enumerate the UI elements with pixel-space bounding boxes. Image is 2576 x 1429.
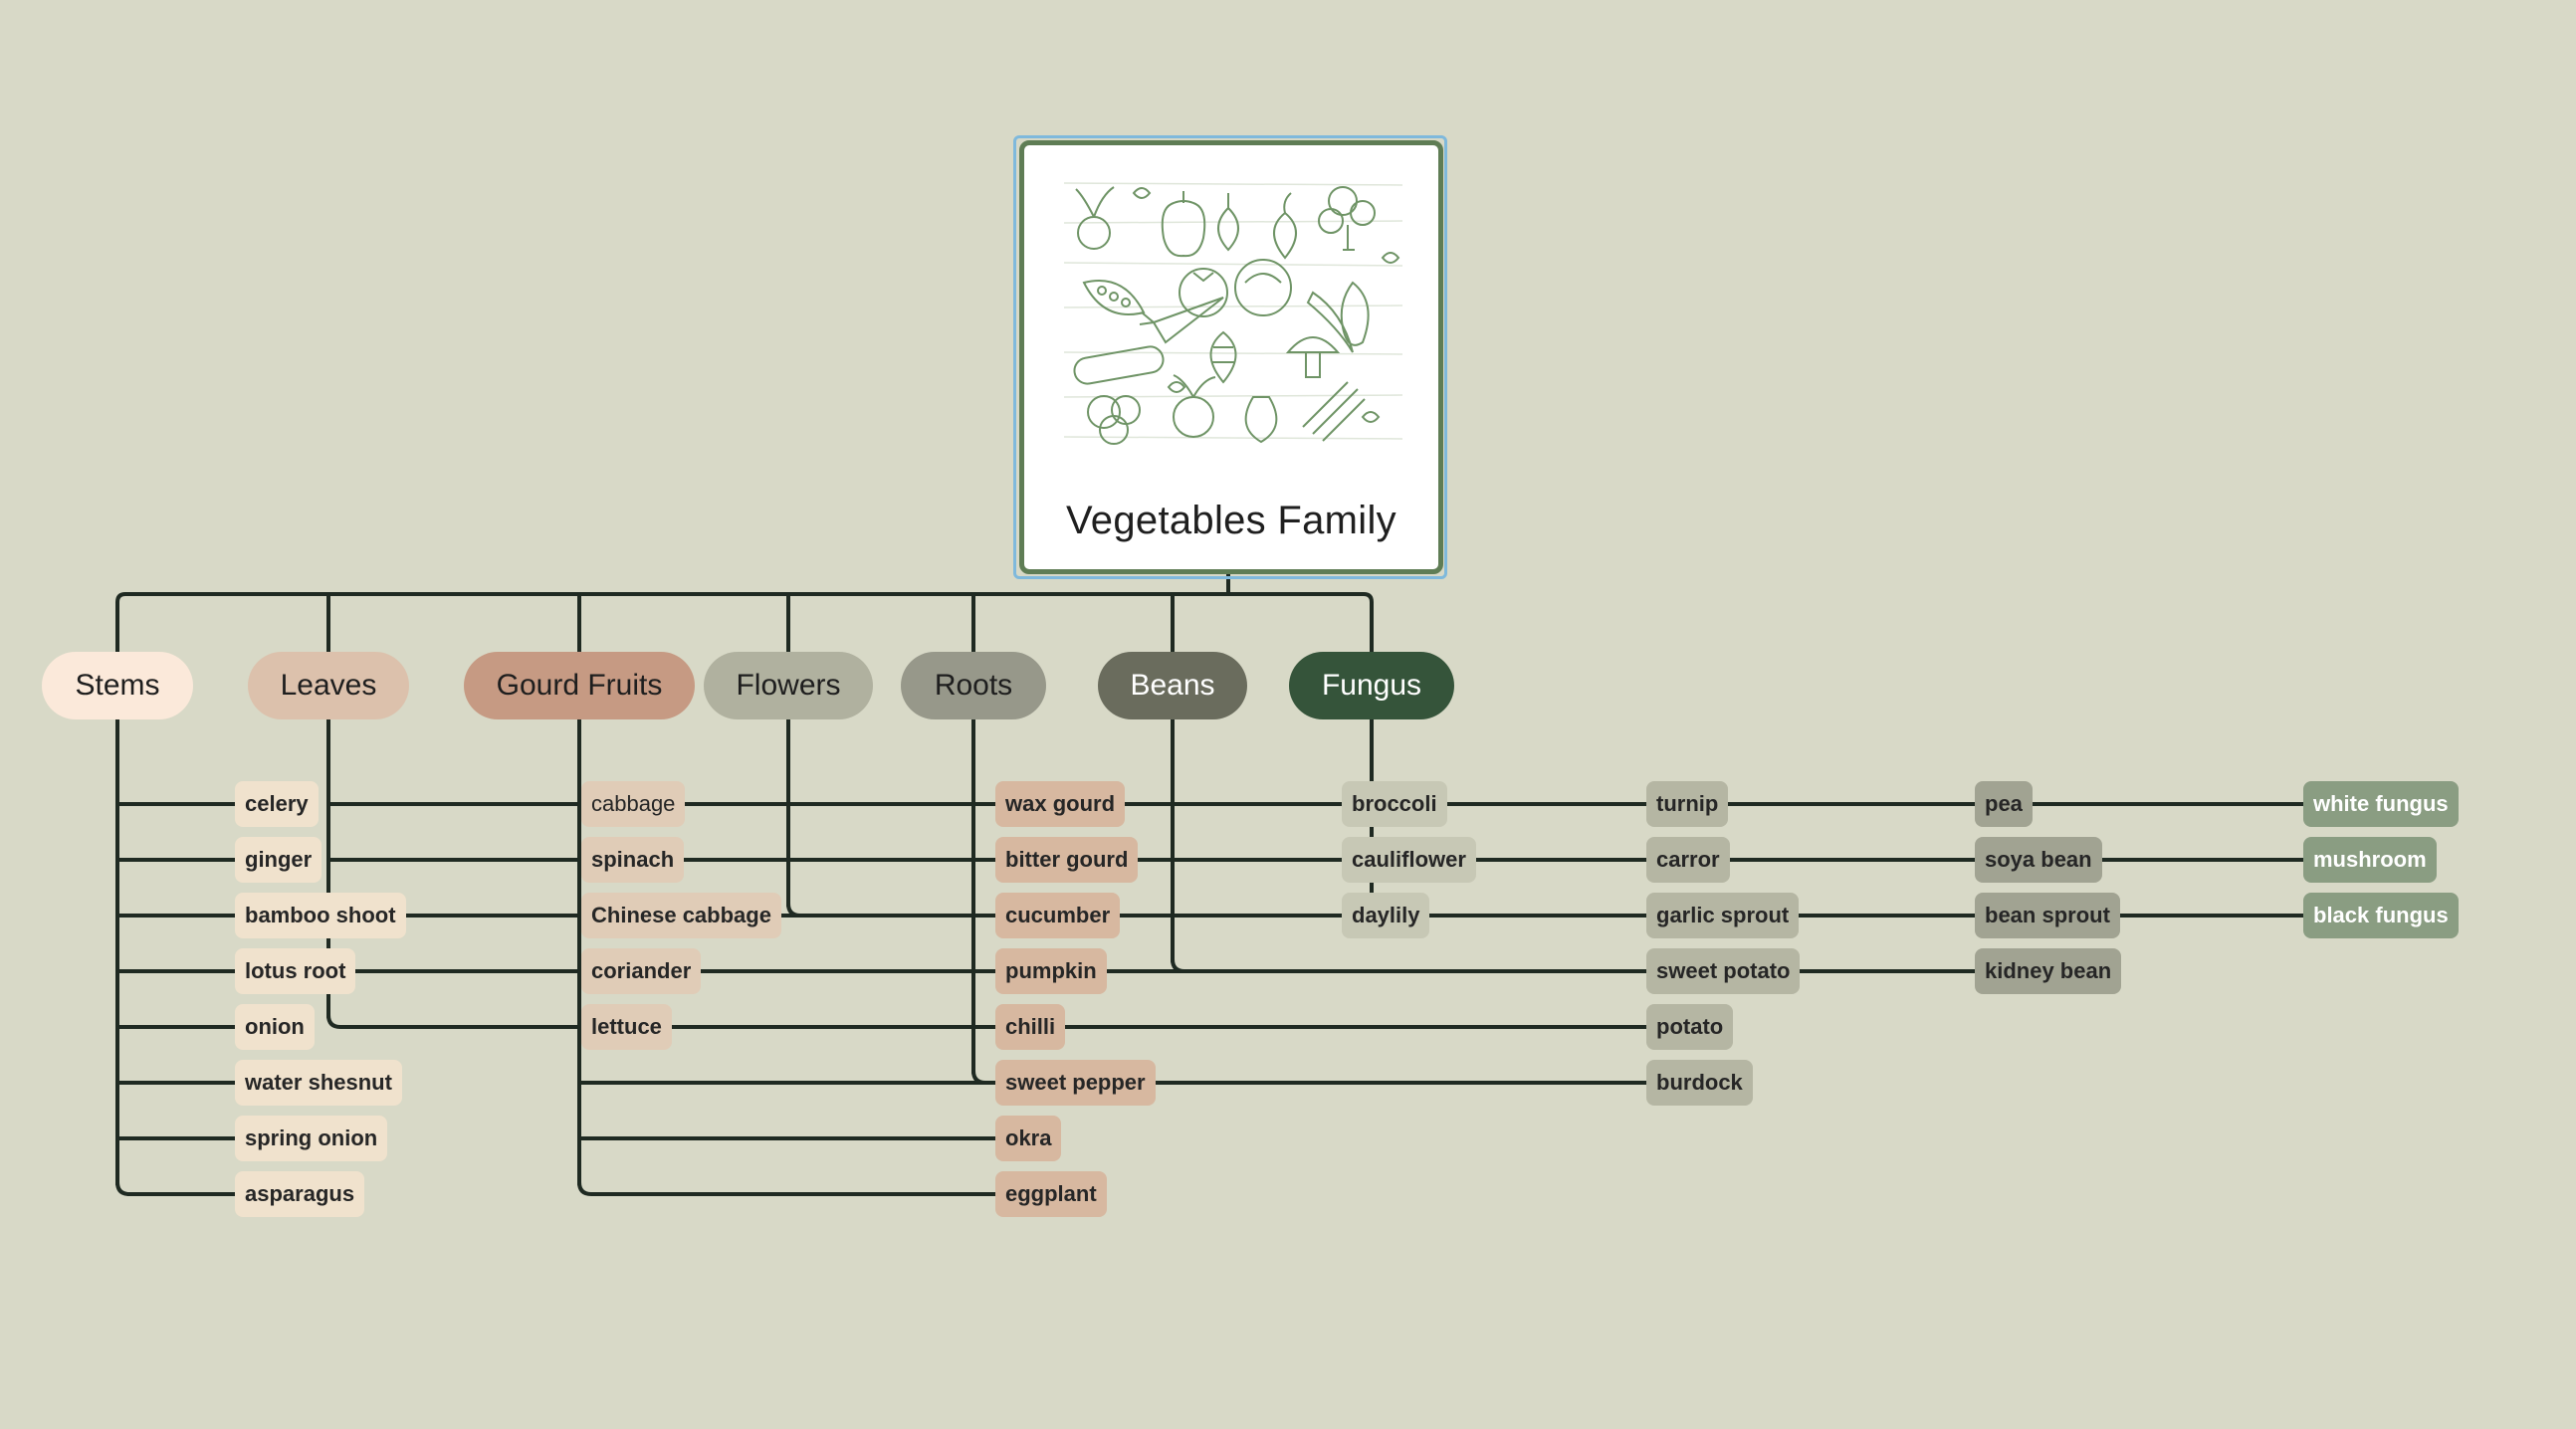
category-fungus[interactable]: Fungus xyxy=(1289,652,1454,719)
subtopic-item[interactable]: broccoli xyxy=(1342,781,1447,827)
subtopic-item[interactable]: garlic sprout xyxy=(1646,893,1800,938)
vegetables-illustration-icon xyxy=(1064,182,1402,445)
subtopic-item[interactable]: sweet potato xyxy=(1646,948,1801,994)
subtopic-item[interactable]: lotus root xyxy=(235,948,356,994)
subtopic-item[interactable]: sweet pepper xyxy=(995,1060,1156,1106)
subtopic-item[interactable]: asparagus xyxy=(235,1171,365,1217)
subtopic-item[interactable]: daylily xyxy=(1342,893,1430,938)
subtopic-item[interactable]: eggplant xyxy=(995,1171,1107,1217)
subtopic-item[interactable]: pumpkin xyxy=(995,948,1107,994)
subtopic-item[interactable]: burdock xyxy=(1646,1060,1753,1106)
subtopic-item[interactable]: cucumber xyxy=(995,893,1121,938)
subtopic-item[interactable]: onion xyxy=(235,1004,315,1050)
subtopic-item[interactable]: bean sprout xyxy=(1975,893,2120,938)
subtopic-item[interactable]: kidney bean xyxy=(1975,948,2122,994)
subtopic-item[interactable]: lettuce xyxy=(581,1004,672,1050)
subtopic-item[interactable]: spinach xyxy=(581,837,685,883)
category-leaves[interactable]: Leaves xyxy=(248,652,409,719)
subtopic-item[interactable]: potato xyxy=(1646,1004,1734,1050)
root-title: Vegetables Family xyxy=(1066,499,1396,542)
subtopic-item[interactable]: mushroom xyxy=(2303,837,2437,883)
subtopic-item[interactable]: celery xyxy=(235,781,319,827)
category-flowers[interactable]: Flowers xyxy=(704,652,873,719)
subtopic-item[interactable]: turnip xyxy=(1646,781,1729,827)
subtopic-item[interactable]: bitter gourd xyxy=(995,837,1139,883)
subtopic-item[interactable]: black fungus xyxy=(2303,893,2459,938)
item-connector xyxy=(577,1180,997,1196)
subtopic-item[interactable]: coriander xyxy=(581,948,702,994)
subtopic-item[interactable]: cauliflower xyxy=(1342,837,1476,883)
item-connector xyxy=(1370,902,2305,918)
subtopic-item[interactable]: chilli xyxy=(995,1004,1066,1050)
item-connector xyxy=(786,902,1344,918)
selection-frame xyxy=(1013,135,1447,579)
item-connector xyxy=(971,1069,1648,1085)
main-connector-bar xyxy=(115,592,1374,654)
category-stems[interactable]: Stems xyxy=(42,652,193,719)
subtopic-item[interactable]: carror xyxy=(1646,837,1730,883)
subtopic-item[interactable]: pea xyxy=(1975,781,2033,827)
subtopic-item[interactable]: spring onion xyxy=(235,1116,388,1161)
subtopic-item[interactable]: wax gourd xyxy=(995,781,1126,827)
root-topic[interactable]: Vegetables Family xyxy=(1019,140,1443,574)
subtopic-item[interactable]: bamboo shoot xyxy=(235,893,406,938)
item-connector xyxy=(115,1180,237,1196)
subtopic-item[interactable]: water shesnut xyxy=(235,1060,402,1106)
subtopic-item[interactable]: ginger xyxy=(235,837,322,883)
subtopic-item[interactable]: cabbage xyxy=(581,781,686,827)
item-connector xyxy=(326,1013,583,1029)
item-connector xyxy=(1171,957,1977,973)
subtopic-item[interactable]: white fungus xyxy=(2303,781,2459,827)
subtopic-item[interactable]: Chinese cabbage xyxy=(581,893,781,938)
category-beans[interactable]: Beans xyxy=(1098,652,1247,719)
subtopic-item[interactable]: okra xyxy=(995,1116,1062,1161)
category-gourd-fruits[interactable]: Gourd Fruits xyxy=(464,652,695,719)
subtopic-item[interactable]: soya bean xyxy=(1975,837,2102,883)
category-roots[interactable]: Roots xyxy=(901,652,1046,719)
